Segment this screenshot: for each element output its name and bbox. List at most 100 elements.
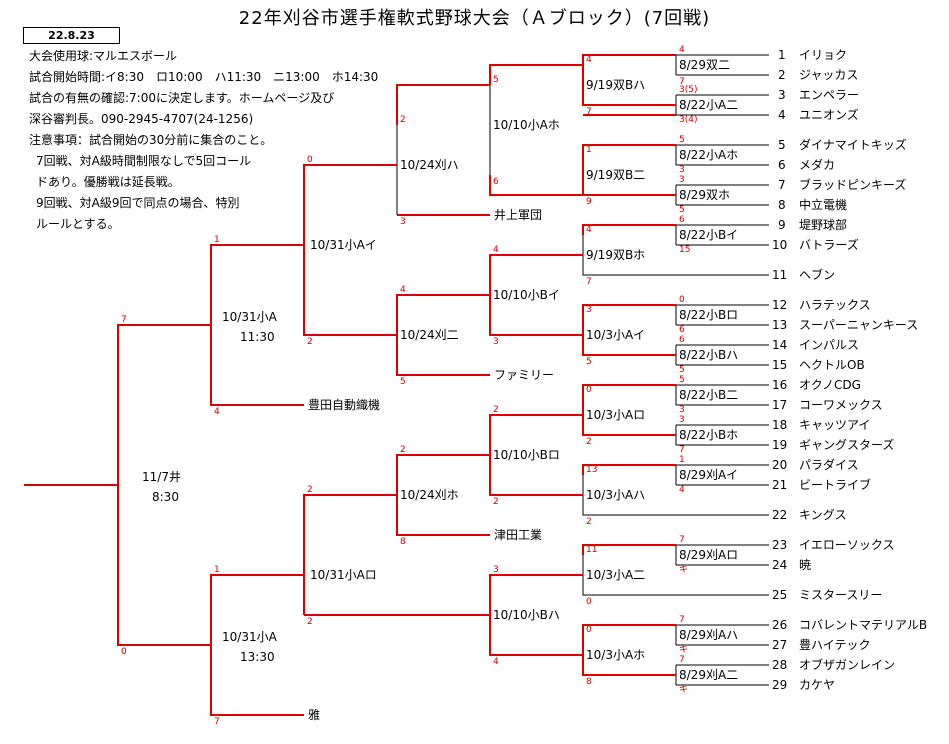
team-name: 堤野球部 [799, 218, 848, 232]
team-name: イリョク [799, 48, 848, 62]
team-name: スーパーニャンキース [799, 318, 919, 332]
score: 7 [679, 655, 685, 665]
winner-lines [24, 54, 676, 716]
team-number: 11 [772, 268, 788, 282]
seeded-team: 津田工業 [494, 528, 543, 542]
match-label: 9/19双Bホ [586, 248, 646, 262]
team-number: 28 [772, 658, 788, 672]
match-label: 10/10小Bイ [493, 288, 560, 302]
note-line: 大会使用球:マルエスボール [29, 49, 178, 63]
score: 3(5) [679, 85, 698, 95]
match-label: 8/29刈Aロ [679, 548, 739, 562]
team-name: ヘブン [799, 268, 836, 282]
score: 2 [307, 337, 313, 347]
score: 3 [400, 217, 406, 227]
note-line: 深谷審判長。090-2945-4707(24-1256) [29, 112, 254, 126]
team-name: メダカ [799, 158, 836, 172]
score: 3 [679, 415, 685, 425]
team-name: パラダイス [799, 458, 859, 472]
team-name: 豊ハイテック [799, 638, 871, 652]
team-name: コーワメックス [799, 398, 883, 412]
score: 7 [586, 277, 592, 287]
team-number: 12 [772, 298, 788, 312]
score: 8 [400, 537, 406, 547]
team-name: ギャングスターズ [799, 438, 895, 452]
score: 3 [679, 175, 685, 185]
seeded-team: ファミリー [494, 368, 555, 382]
match-time: 13:30 [240, 650, 275, 664]
score: 0 [121, 647, 127, 657]
team-name: エンペラー [799, 88, 860, 102]
score: 4 [493, 657, 499, 667]
score: 7 [679, 445, 685, 455]
score: キ [679, 565, 689, 575]
score: 5 [493, 75, 499, 85]
score: 6 [679, 335, 685, 345]
seeded-team: 雅 [308, 708, 321, 722]
match-label: 10/31小A [222, 630, 277, 644]
score: 4 [586, 225, 592, 235]
team-number: 4 [778, 108, 786, 122]
note-line: 9回戦、対A級9回で同点の場合、特別 [36, 196, 240, 210]
team-number: 17 [772, 398, 788, 412]
match-label: 8/22小Bロ [679, 308, 739, 322]
score: 1 [679, 455, 685, 465]
score: 7 [679, 77, 685, 87]
score: 6 [679, 325, 685, 335]
score: 5 [679, 135, 685, 145]
score: 7 [214, 717, 220, 727]
final-time: 8:30 [152, 490, 179, 504]
score: 3(4) [679, 115, 698, 125]
seeded-team: 豊田自動織機 [308, 398, 381, 412]
match-label: 8/29刈A二 [679, 668, 739, 682]
score: 15 [679, 245, 691, 255]
team-number: 20 [772, 458, 788, 472]
team-name: ハラテックス [799, 298, 871, 312]
match-label: 10/10小Aホ [493, 118, 560, 132]
match-label: 10/10小Bロ [493, 448, 560, 462]
team-number: 14 [772, 338, 788, 352]
team-name: ダイナマイトキッズ [799, 138, 907, 152]
seeded-team: 井上軍団 [494, 208, 543, 222]
score: 7 [679, 615, 685, 625]
score: 6 [679, 215, 685, 225]
score: 2 [586, 517, 592, 527]
score: 3 [493, 565, 499, 575]
score: 0 [586, 597, 592, 607]
score: 4 [400, 285, 406, 295]
team-number: 8 [778, 198, 786, 212]
note-line: ドあり。優勝戦は延長戦。 [36, 175, 180, 189]
score: 7 [679, 535, 685, 545]
score: 4 [679, 485, 685, 495]
note-line: 7回戦、対A級時間制限なしで5回コール [36, 154, 252, 168]
team-number: 1 [778, 48, 786, 62]
score: 0 [586, 385, 592, 395]
match-label: 10/24刈二 [400, 328, 459, 342]
match-label: 8/22小Bホ [679, 428, 739, 442]
score: 2 [307, 485, 313, 495]
score: 1 [586, 145, 592, 155]
notes-block: 大会使用球:マルエスボール 試合開始時間:イ8:30 ロ10:00 ハ11:30… [29, 46, 378, 235]
team-number: 13 [772, 318, 788, 332]
team-number: 18 [772, 418, 788, 432]
match-label: 10/3小Aロ [586, 408, 646, 422]
team-number: 2 [778, 68, 786, 82]
team-number: 24 [772, 558, 788, 572]
match-label: 10/3小Aイ [586, 328, 646, 342]
team-name: オブザガンレイン [799, 658, 896, 672]
match-label: 8/22小B二 [679, 388, 739, 402]
team-number: 10 [772, 238, 788, 252]
match-time: 11:30 [240, 330, 275, 344]
match-label: 10/31小A [222, 310, 277, 324]
score: 3 [679, 405, 685, 415]
score: 0 [679, 295, 685, 305]
match-label: 8/29双ホ [679, 188, 730, 202]
team-number: 3 [778, 88, 786, 102]
score: 1 [214, 235, 220, 245]
score: 11 [586, 545, 598, 555]
team-number: 6 [778, 158, 786, 172]
match-label: 8/29刈Aハ [679, 628, 739, 642]
team-number: 26 [772, 618, 788, 632]
score: キ [679, 685, 689, 695]
score: 8 [586, 677, 592, 687]
